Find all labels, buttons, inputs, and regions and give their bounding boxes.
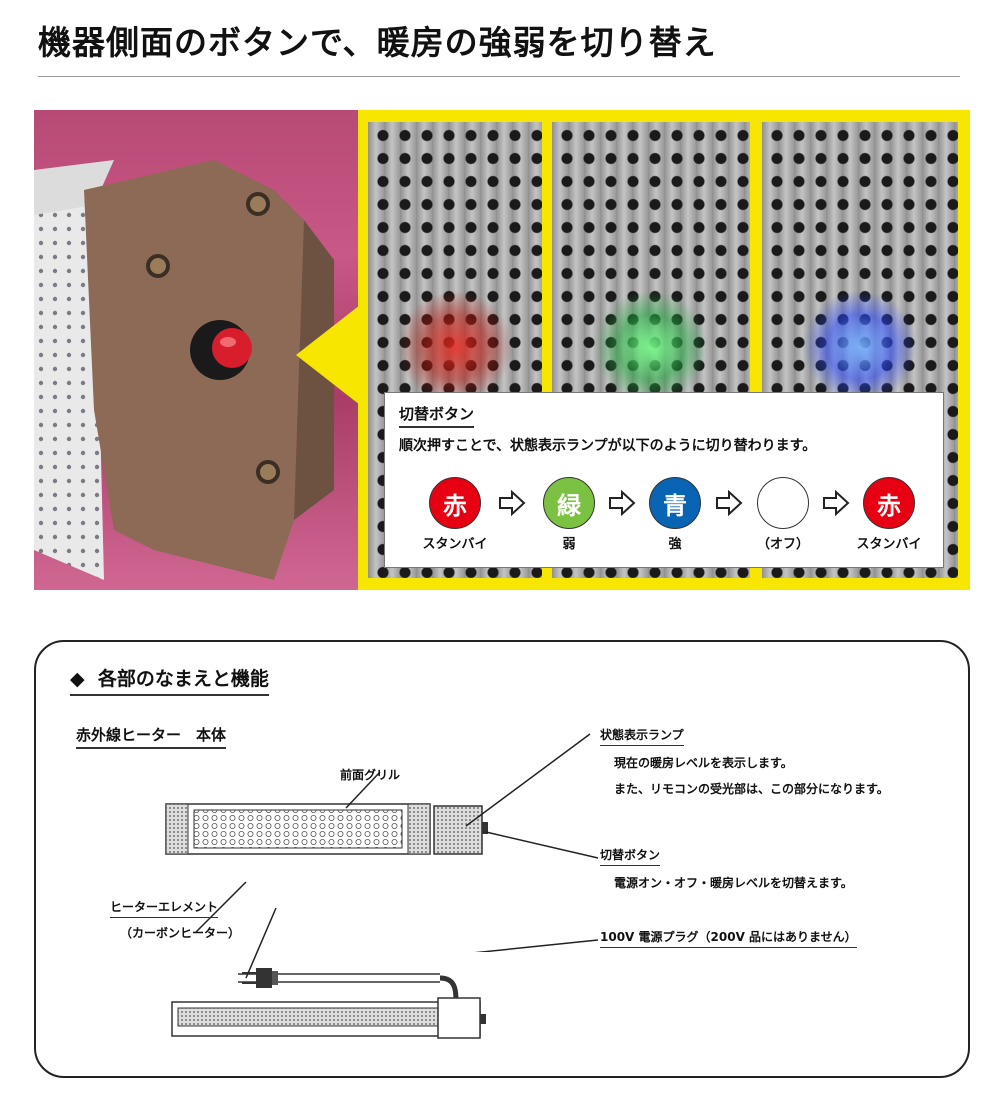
section-heading-text: 各部のなまえと機能 (97, 668, 269, 690)
front-grille-label: 前面グリル (340, 768, 401, 782)
status-lamp-circle (757, 477, 809, 529)
status-lamp-desc-1: 現在の暖房レベルを表示します。 (614, 756, 793, 770)
status-lamp-label: （オフ） (756, 537, 809, 552)
section-heading: ◆ 各部のなまえと機能 (70, 664, 269, 696)
right-outline-arrow-icon (716, 489, 743, 517)
status-lamp-label: 強 (668, 537, 682, 552)
page-title: 機器側面のボタンで、暖房の強弱を切り替え (38, 23, 717, 62)
callout-pointer (296, 305, 360, 405)
right-outline-arrow-icon (499, 489, 526, 517)
status-lamp-circle: 緑 (543, 477, 595, 529)
switch-button-desc: 電源オン・オフ・暖房レベルを切替えます。 (614, 876, 853, 890)
status-lamp-label: 弱 (562, 537, 576, 552)
status-lamp-circle: 青 (649, 477, 701, 529)
heater-diagram (165, 771, 488, 1039)
right-leader-lines (465, 733, 599, 952)
status-lamp-label: 状態表示ランプ (600, 726, 684, 746)
right-outline-arrow-icon (609, 489, 636, 517)
status-lamp-circle: 赤 (429, 477, 481, 529)
diamond-bullet-icon: ◆ (70, 668, 85, 690)
body-label: 赤外線ヒーター 本体 (76, 724, 227, 749)
status-lamp-desc-2: また、リモコンの受光部は、この部分になります。 (614, 782, 889, 796)
parts-and-functions-section: ◆ 各部のなまえと機能 赤外線ヒーター 本体 (34, 640, 970, 1078)
power-plug-label: 100V 電源プラグ（200V 品にはありません） (600, 928, 857, 948)
heater-element-sublabel: （カーボンヒーター） (120, 926, 241, 940)
callout-title: 切替ボタン (399, 403, 475, 428)
right-outline-arrow-icon (823, 489, 850, 517)
status-lamp-circle: 赤 (863, 477, 915, 529)
callout-description: 順次押すことで、状態表示ランプが以下のように切り替わります。 (399, 438, 817, 454)
title-divider (38, 76, 960, 77)
heater-element-label: ヒーターエレメント (110, 898, 219, 918)
switch-button-callout: 切替ボタン 順次押すことで、状態表示ランプが以下のように切り替わります。 赤スタ… (384, 392, 944, 568)
switch-button-label: 切替ボタン (600, 846, 661, 866)
status-lamp-label: スタンバイ (422, 537, 488, 552)
status-lamp-label: スタンバイ (856, 537, 922, 552)
